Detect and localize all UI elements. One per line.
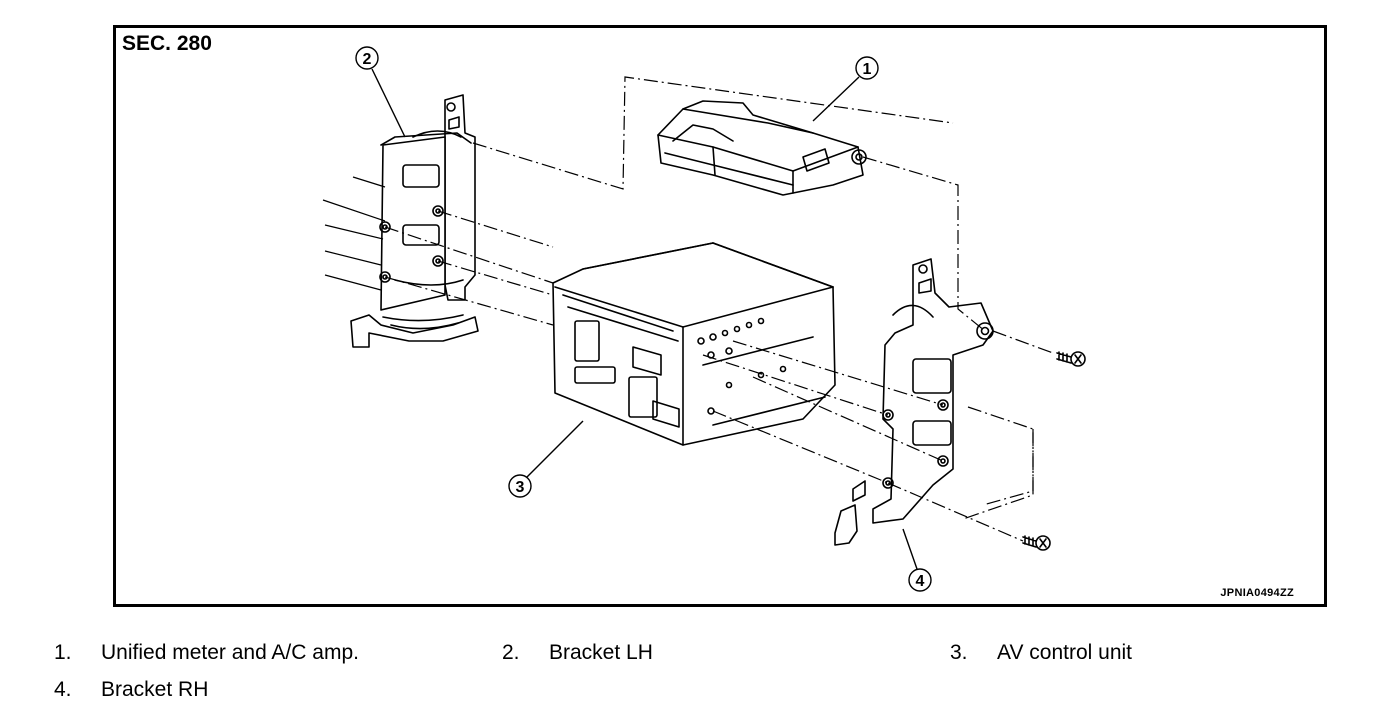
screw-lower [1022, 535, 1051, 551]
legend-number: 3. [950, 641, 968, 664]
callout-2: 2 [355, 46, 406, 138]
legend-number: 2. [502, 641, 520, 664]
section-label: SEC. 280 [122, 32, 212, 55]
legend-text: AV control unit [997, 641, 1133, 664]
svg-text:4: 4 [916, 573, 925, 590]
legend-text: Unified meter and A/C amp. [101, 641, 359, 664]
svg-text:2: 2 [363, 51, 372, 68]
callout-1: 1 [812, 56, 879, 122]
av-control-unit [552, 242, 836, 446]
callout-3: 3 [508, 420, 584, 498]
legend-text: Bracket RH [101, 678, 209, 701]
svg-text:1: 1 [863, 61, 872, 78]
legend-number: 4. [54, 678, 72, 701]
unified-meter-amp [657, 100, 867, 196]
bracket-rh [834, 258, 994, 546]
legend-number: 1. [54, 641, 72, 664]
screw-upper [1056, 351, 1086, 367]
figure-code: JPNIA0494ZZ [1220, 587, 1294, 599]
leader-lines-left [322, 176, 386, 291]
svg-text:3: 3 [516, 479, 525, 496]
callout-4: 4 [902, 528, 932, 592]
bracket-lh [350, 94, 479, 348]
alignment-lines [384, 76, 1054, 542]
legend-text: Bracket LH [549, 641, 653, 664]
exploded-view-drawing: 2 1 3 4 [322, 46, 1086, 592]
diagram-frame: SEC. 280 JPNIA0494ZZ [113, 25, 1327, 607]
